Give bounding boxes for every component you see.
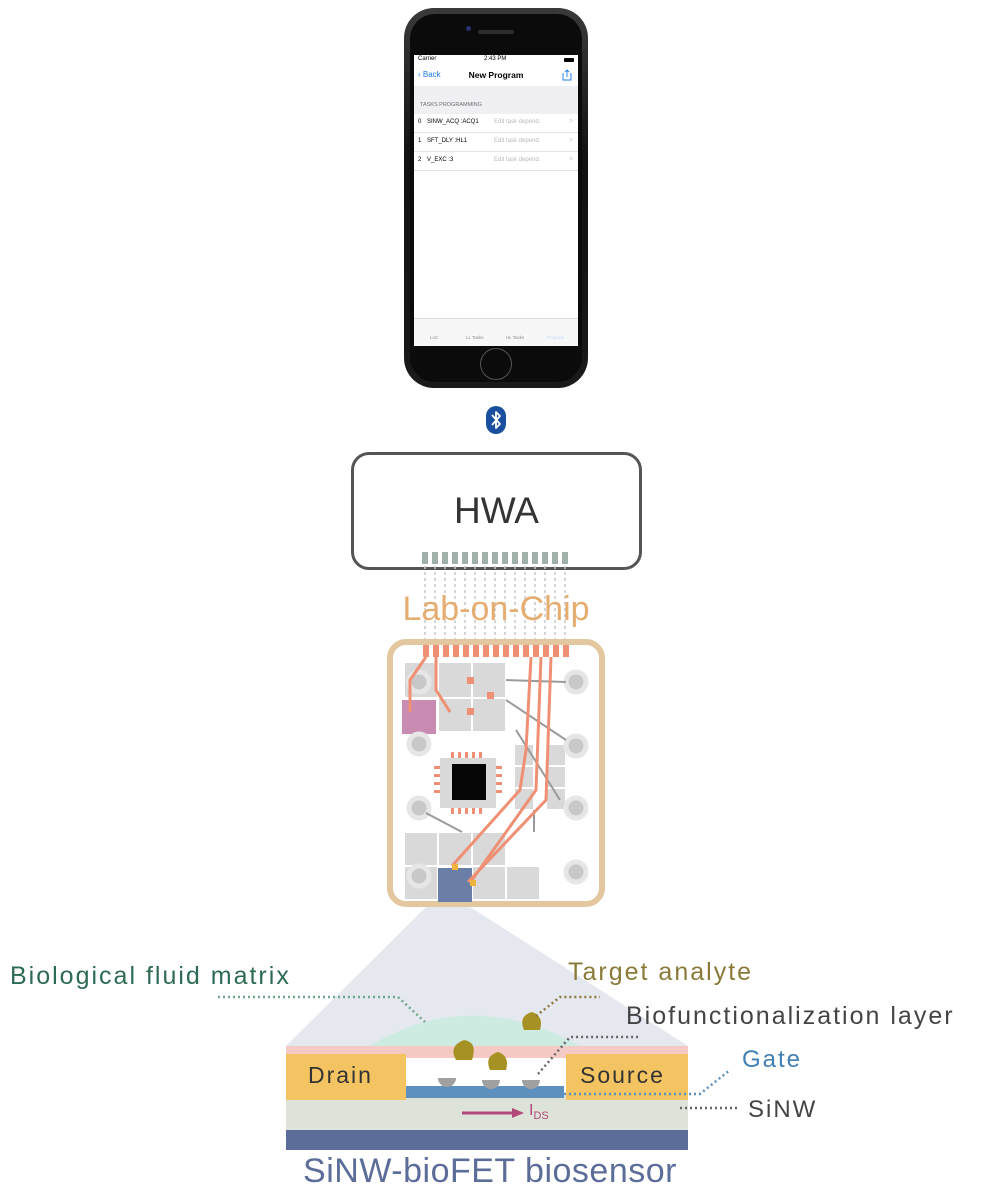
task-hint: Edit task depend. bbox=[494, 157, 541, 163]
hwa-label: HWA bbox=[454, 490, 539, 531]
chip-ports bbox=[406, 669, 589, 889]
substrate-layer bbox=[286, 1130, 688, 1150]
target-analytes bbox=[453, 1012, 541, 1070]
chip-contacts bbox=[467, 677, 494, 715]
target-analyte-label: Target analyte bbox=[568, 958, 754, 986]
task-name: V_EXC :3 bbox=[427, 157, 454, 163]
chevron-right-icon: > bbox=[568, 118, 573, 125]
home-button[interactable] bbox=[480, 348, 512, 380]
status-time: 2:43 PM bbox=[484, 56, 507, 62]
carrier-label: Carrier bbox=[418, 56, 437, 62]
camera-icon bbox=[466, 26, 471, 31]
biosensor-title: SiNW-bioFET biosensor bbox=[303, 1152, 677, 1190]
current-label: IDS bbox=[529, 1102, 549, 1122]
battery-icon bbox=[564, 58, 574, 62]
task-index: 0 bbox=[418, 119, 422, 125]
fluid-leader bbox=[218, 995, 426, 1023]
task-row[interactable]: 2 V_EXC :3 Edit task depend. > bbox=[414, 152, 578, 171]
reservoir-pink bbox=[402, 700, 436, 734]
tab-program[interactable]: Program bbox=[547, 335, 565, 340]
section-header: TASKS PROGRAMMING bbox=[414, 86, 578, 114]
ic-pins bbox=[434, 752, 502, 814]
back-button-label: Back bbox=[422, 70, 441, 79]
chip-traces bbox=[408, 656, 553, 884]
smartphone: Carrier 2:43 PM ‹ Back New Program TASKS… bbox=[404, 8, 588, 388]
source-label: Source bbox=[580, 1062, 665, 1088]
hwa-box bbox=[351, 452, 642, 570]
task-name: SINW_ACQ :ACQ1 bbox=[427, 119, 479, 125]
sensor-area bbox=[438, 868, 472, 902]
task-index: 1 bbox=[418, 138, 422, 144]
gate-leader bbox=[564, 1069, 731, 1096]
bioreceptors bbox=[438, 1078, 540, 1089]
chevron-right-icon: > bbox=[568, 137, 573, 144]
sensor-contact bbox=[452, 864, 458, 870]
gate-label: Gate bbox=[742, 1046, 803, 1073]
tab-hl-tasks[interactable]: HL Tasks bbox=[506, 335, 525, 340]
hwa-connector-pins bbox=[422, 552, 568, 564]
chip-top-pads bbox=[423, 645, 569, 657]
section-header-label: TASKS PROGRAMMING bbox=[420, 102, 482, 108]
speaker-grille bbox=[478, 30, 514, 34]
task-name: SFT_DLY :HL1 bbox=[427, 138, 468, 144]
share-icon[interactable] bbox=[562, 69, 572, 81]
task-index: 2 bbox=[418, 157, 422, 163]
sinw-label: SiNW bbox=[748, 1096, 818, 1123]
current-arrow-head bbox=[512, 1108, 524, 1118]
chevron-right-icon: > bbox=[568, 156, 573, 163]
current-symbol: I bbox=[529, 1102, 534, 1119]
task-row[interactable]: 0 SINW_ACQ :ACQ1 Edit task depend. > bbox=[414, 114, 578, 133]
zoom-cone bbox=[286, 903, 688, 1046]
fluid-droplet bbox=[370, 1015, 580, 1046]
chip-channels bbox=[425, 679, 567, 833]
back-button[interactable]: ‹ Back bbox=[418, 70, 441, 79]
task-row[interactable]: 1 SFT_DLY :HL1 Edit task depend. > bbox=[414, 133, 578, 152]
task-hint: Edit task depend. bbox=[494, 138, 541, 144]
task-hint: Edit task depend. bbox=[494, 119, 541, 125]
lab-on-chip-title: Lab-on-Chip bbox=[402, 590, 590, 628]
tab-ll-tasks[interactable]: LL Tasks bbox=[466, 335, 484, 340]
phone-screen: Carrier 2:43 PM ‹ Back New Program TASKS… bbox=[414, 55, 578, 346]
fluid-matrix-label: Biological fluid matrix bbox=[10, 962, 291, 990]
nav-title: New Program bbox=[468, 70, 524, 80]
gate-layer bbox=[402, 1086, 564, 1098]
tab-bar: LoC LL Tasks HL Tasks Program bbox=[414, 318, 578, 346]
analyte-leader bbox=[535, 995, 600, 1017]
ic-chip bbox=[452, 764, 486, 800]
biofunc-leader bbox=[537, 1035, 640, 1075]
dashed-wires bbox=[424, 566, 566, 642]
drain-electrode bbox=[286, 1054, 406, 1100]
sensor-contact bbox=[470, 880, 476, 886]
drain-label: Drain bbox=[308, 1062, 373, 1088]
biofunctionalization-label: Biofunctionalization layer bbox=[626, 1002, 955, 1030]
bluetooth-icon bbox=[486, 406, 506, 434]
source-electrode bbox=[566, 1054, 688, 1100]
current-subscript: DS bbox=[533, 1110, 549, 1123]
tab-loc[interactable]: LoC bbox=[430, 335, 439, 340]
